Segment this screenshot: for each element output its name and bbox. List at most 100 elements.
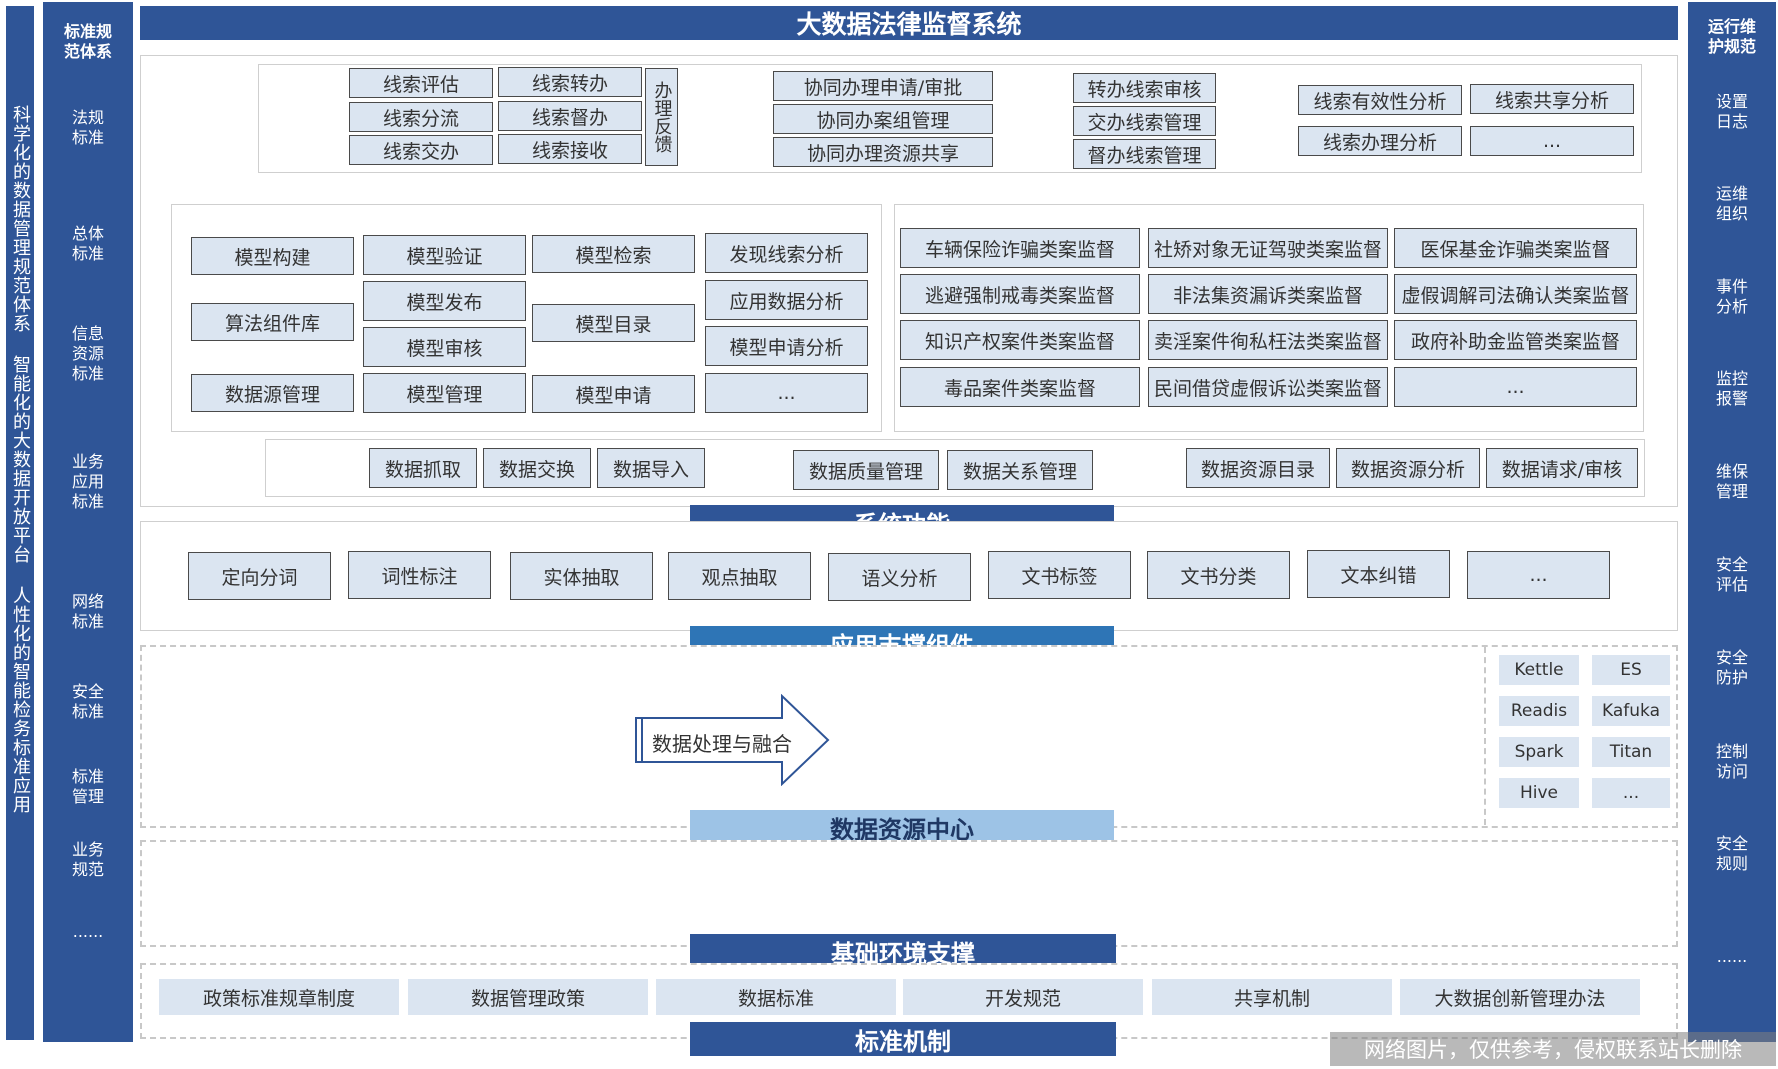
infra-panel	[140, 840, 1678, 947]
tech-more: ...	[1592, 778, 1670, 808]
supervision-r2-c1: 卖淫案件徇私枉法类案监督	[1148, 320, 1388, 360]
infra-bar: 基础环境支撑	[690, 934, 1116, 968]
right-item-log: 设置 日志	[1715, 92, 1748, 131]
supervision-r3-c1: 民间借贷虚假诉讼类案监督	[1148, 367, 1388, 407]
left-item-more: ......	[72, 922, 104, 941]
supervision-r1-c2: 虚假调解司法确认类案监督	[1394, 274, 1637, 314]
app-data-analysis: 应用数据分析	[705, 280, 868, 320]
model-manage: 模型管理	[363, 373, 526, 413]
right-item-more: ......	[1716, 947, 1748, 966]
left-item-regulation: 法规 标准	[71, 108, 104, 147]
left-item-business-spec: 业务 规范	[71, 840, 104, 879]
nlp-semantic-analysis: 语义分析	[828, 553, 971, 601]
right-item-access: 控制 访问	[1715, 742, 1748, 781]
clue-share-analysis: 线索共享分析	[1470, 84, 1634, 114]
assign-manage: 交办线索管理	[1073, 106, 1216, 136]
tech-hive: Hive	[1499, 778, 1579, 808]
tech-kettle: Kettle	[1499, 655, 1579, 685]
data-exchange: 数据交换	[483, 448, 591, 488]
std-data-policy: 数据管理政策	[408, 979, 648, 1015]
tech-readis: Readis	[1499, 696, 1579, 726]
right-item-ops-org: 运维 组织	[1715, 184, 1748, 223]
right-item-sec-rules: 安全 规则	[1715, 834, 1748, 873]
model-publish: 模型发布	[363, 281, 526, 321]
supervision-r3-c0: 毒品案件类案监督	[900, 367, 1140, 407]
right-ops-panel: 运行维 护规范 设置 日志 运维 组织 事件 分析 监控 报警 维保 管理 安全…	[1688, 2, 1776, 1042]
clue-transfer: 线索转办	[498, 67, 642, 97]
watermark: 网络图片，仅供参考，侵权联系站长删除	[1330, 1032, 1776, 1066]
model-apply-analysis: 模型申请分析	[705, 326, 868, 366]
nlp-pos-tagging: 词性标注	[348, 551, 491, 599]
data-center-bar: 数据资源中心	[690, 810, 1114, 844]
std-innovation: 大数据创新管理办法	[1400, 979, 1640, 1015]
right-item-sec-protect: 安全 防护	[1715, 648, 1748, 687]
left-item-general: 总体 标准	[71, 224, 104, 263]
supervision-r1-c1: 非法集资漏诉类案监督	[1148, 274, 1388, 314]
tech-spark: Spark	[1499, 737, 1579, 767]
clue-split: 线索分流	[349, 102, 493, 132]
datasource-manage: 数据源管理	[191, 374, 354, 412]
model-search: 模型检索	[532, 235, 695, 273]
data-relation: 数据关系管理	[947, 450, 1093, 490]
tech-es: ES	[1592, 655, 1670, 685]
clue-supervise: 线索督办	[498, 101, 642, 131]
left-item-network: 网络 标准	[71, 592, 104, 631]
model-validate: 模型验证	[363, 235, 526, 275]
ops-spec-header: 运行维 护规范	[1707, 17, 1756, 56]
transfer-review: 转办线索审核	[1073, 73, 1216, 103]
tech-divider	[1484, 647, 1486, 825]
nlp-entity-extraction: 实体抽取	[510, 552, 653, 600]
algorithm-library: 算法组件库	[191, 303, 354, 341]
left-item-security: 安全 标准	[71, 682, 104, 721]
standards-bar: 标准机制	[690, 1022, 1116, 1056]
function-more: ...	[1467, 551, 1610, 599]
data-resource-catalog: 数据资源目录	[1186, 448, 1330, 488]
doc-tagging: 文书标签	[988, 551, 1131, 599]
left-standards-panel: 标准规 范体系 法规 标准 总体 标准 信息 资源 标准 业务 应用 标准 网络…	[43, 2, 133, 1042]
nlp-opinion-extraction: 观点抽取	[668, 552, 811, 600]
model-more: ...	[705, 373, 868, 413]
coop-group: 协同办案组管理	[773, 104, 993, 134]
data-quality: 数据质量管理	[793, 450, 939, 490]
model-catalog: 模型目录	[532, 304, 695, 342]
handling-feedback: 办理反馈	[645, 68, 678, 166]
clue-assign: 线索交办	[349, 135, 493, 165]
data-resource-panel	[140, 645, 1678, 828]
right-item-sec-eval: 安全 评估	[1715, 555, 1748, 594]
supervision-r2-c0: 知识产权案件类案监督	[900, 320, 1140, 360]
std-dev-spec: 开发规范	[903, 979, 1143, 1015]
right-item-event: 事件 分析	[1715, 277, 1748, 316]
tech-titan: Titan	[1592, 737, 1670, 767]
doc-classification: 文书分类	[1147, 551, 1290, 599]
supervision-r0-c0: 车辆保险诈骗类案监督	[900, 228, 1140, 268]
model-review: 模型审核	[363, 327, 526, 367]
model-build: 模型构建	[191, 237, 354, 275]
supervise-manage: 督办线索管理	[1073, 139, 1216, 169]
data-import: 数据导入	[597, 448, 705, 488]
left-vertical-slogan: 科学化的数据管理规范体系 智能化的大数据开放平台 人性化的智能检务标准应用	[6, 105, 34, 945]
page-title: 大数据法律监督系统	[140, 6, 1678, 40]
coop-share: 协同办理资源共享	[773, 137, 993, 167]
left-outer-band	[6, 6, 34, 1040]
left-item-business-app: 业务 应用 标准	[71, 452, 104, 511]
standards-system-header: 标准规 范体系	[63, 22, 112, 61]
clue-analysis-more: ...	[1470, 126, 1634, 156]
supervision-r2-c2: 政府补助金监管类案监督	[1394, 320, 1637, 360]
text-correction: 文本纠错	[1307, 550, 1450, 598]
clue-validity-analysis: 线索有效性分析	[1298, 85, 1462, 115]
supervision-r1-c0: 逃避强制戒毒类案监督	[900, 274, 1140, 314]
std-sharing: 共享机制	[1152, 979, 1392, 1015]
data-processing-label: 数据处理与融合	[652, 732, 792, 756]
right-item-monitor: 监控 报警	[1715, 369, 1748, 408]
left-item-info-resource: 信息 资源 标准	[71, 324, 104, 383]
right-item-maintenance: 维保 管理	[1715, 462, 1748, 501]
model-apply: 模型申请	[532, 375, 695, 413]
clue-evaluate: 线索评估	[349, 68, 493, 98]
clue-receive: 线索接收	[498, 134, 642, 164]
supervision-r0-c2: 医保基金诈骗类案监督	[1394, 228, 1637, 268]
left-vertical-text: 科学化的数据管理规范体系 智能化的大数据开放平台 人性化的智能检务标准应用	[10, 105, 31, 814]
data-resource-analysis: 数据资源分析	[1336, 448, 1480, 488]
left-item-std-management: 标准 管理	[71, 767, 104, 806]
std-data-standard: 数据标准	[656, 979, 896, 1015]
nlp-segmentation: 定向分词	[188, 552, 331, 600]
